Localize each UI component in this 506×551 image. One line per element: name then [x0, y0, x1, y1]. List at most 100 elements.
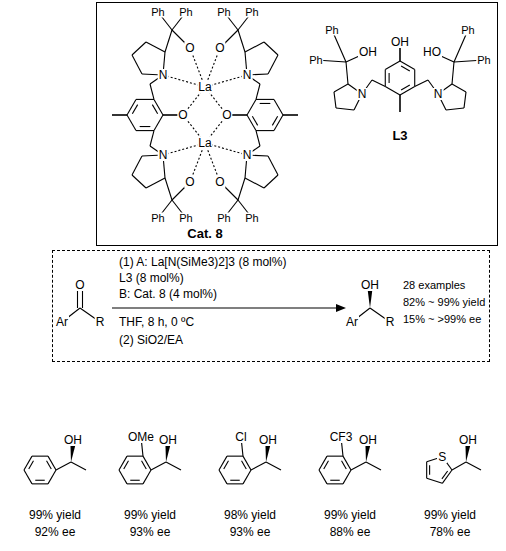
node-text: (1) A: La[N(SiMe3)2]3 (8 mol%)	[118, 256, 287, 268]
bond-line	[242, 461, 247, 469]
bond-line	[330, 480, 339, 481]
node-text: Cat. 8	[186, 227, 223, 240]
bond-line	[334, 84, 348, 92]
bond-line	[389, 73, 390, 83]
bond-line	[142, 461, 147, 469]
bond-line	[112, 114, 127, 115]
atom-label: CF3	[329, 431, 354, 443]
bond-line	[466, 462, 481, 470]
bond-line	[247, 99, 256, 115]
bond-line	[385, 61, 400, 70]
bond-line	[272, 116, 277, 125]
atom-label: O	[184, 42, 195, 54]
result-value: 93% ee	[129, 526, 172, 538]
bond-line	[252, 116, 257, 125]
atom-label: Ar	[55, 316, 69, 328]
bond-line	[327, 483, 343, 484]
atom-label: Ph	[178, 213, 193, 224]
atom-label: N	[433, 88, 444, 100]
bond-line	[336, 108, 354, 110]
bond-line	[136, 99, 154, 100]
atom-label: OMe	[127, 431, 155, 443]
bond-line	[56, 462, 71, 470]
bond-line	[219, 456, 227, 470]
bond-line	[446, 108, 464, 110]
atom-label: Ph	[244, 213, 259, 224]
bond-line	[29, 461, 34, 469]
bond-line	[343, 470, 351, 484]
atom-label: La	[197, 137, 212, 149]
bond-line	[32, 456, 48, 457]
bond-line	[130, 480, 139, 481]
bond-line	[452, 84, 466, 92]
bond-line	[256, 131, 260, 146]
bond-line	[224, 461, 229, 469]
atom-label: Ph	[308, 55, 323, 66]
bond-line	[251, 462, 266, 470]
bond-line	[238, 178, 245, 200]
bond-line	[151, 462, 166, 470]
atom-label: S	[437, 451, 447, 463]
bond-line	[245, 42, 264, 52]
bond-line	[165, 178, 172, 200]
result-value: 99% yield	[323, 509, 377, 521]
atom-label: O	[184, 176, 195, 188]
atom-label: R	[95, 316, 106, 328]
bond-line	[283, 114, 298, 115]
result-value: 98% yield	[223, 509, 277, 521]
atom-label: OH	[63, 434, 83, 446]
bond-line	[119, 456, 127, 470]
bond-line	[283, 114, 298, 115]
bond-line	[346, 62, 348, 84]
wedge-bond	[367, 288, 372, 308]
bond-line	[146, 42, 165, 52]
bond-line	[127, 99, 136, 115]
atom-label: Ph	[216, 213, 231, 224]
atom-label: La	[197, 81, 212, 93]
atom-label: N	[158, 149, 169, 161]
result-value: 99% yield	[28, 509, 82, 521]
node-text: THF, 8 h, 0 ºC	[118, 316, 195, 328]
atom-label: Ph	[476, 55, 491, 66]
ligand-catalyst-panel: Cat. 8 L3	[96, 2, 498, 246]
result-value: 99% yield	[123, 509, 177, 521]
bond-line	[266, 462, 281, 470]
bond-line	[166, 462, 181, 470]
atom-label: Ph	[150, 7, 165, 18]
atom-label: N	[242, 69, 253, 81]
reaction-arrow	[112, 307, 340, 308]
node-text: L3	[391, 129, 408, 142]
reaction-panel: (1) A: La[N(SiMe3)2]3 (8 mol%)L3 (8 mol%…	[52, 250, 490, 362]
bond-line	[442, 471, 448, 479]
bond-line	[399, 95, 400, 112]
bond-line	[366, 462, 381, 470]
atom-label: Ph	[244, 7, 259, 18]
atom-label: OH	[358, 46, 378, 58]
bond-line	[442, 470, 452, 483]
bond-line	[268, 156, 278, 175]
bond-line	[385, 87, 400, 96]
bond-line	[414, 70, 415, 87]
node-text: 82% ~ 99% yield	[402, 297, 486, 308]
bond-line	[71, 462, 86, 470]
bond-line	[24, 456, 32, 470]
bond-line	[256, 130, 274, 131]
atom-label: Ph	[460, 25, 475, 36]
bond-line	[399, 95, 400, 112]
bond-line	[152, 105, 157, 114]
bond-line	[429, 465, 430, 475]
bond-line	[256, 84, 260, 99]
atom-label: OH	[360, 279, 380, 291]
bond-line	[143, 470, 151, 484]
bond-line	[132, 55, 142, 74]
bond-line	[401, 85, 410, 90]
bond-line	[227, 483, 243, 484]
atom-label: N	[242, 149, 253, 161]
bond-line	[400, 61, 415, 70]
node-text: 15% ~ >99% ee	[402, 314, 482, 325]
bond-line	[256, 99, 274, 100]
node-text: (2) SiO2/EA	[118, 334, 184, 346]
bond-line	[140, 126, 151, 127]
bond-line	[124, 461, 129, 469]
result-value: 99% yield	[423, 509, 477, 521]
